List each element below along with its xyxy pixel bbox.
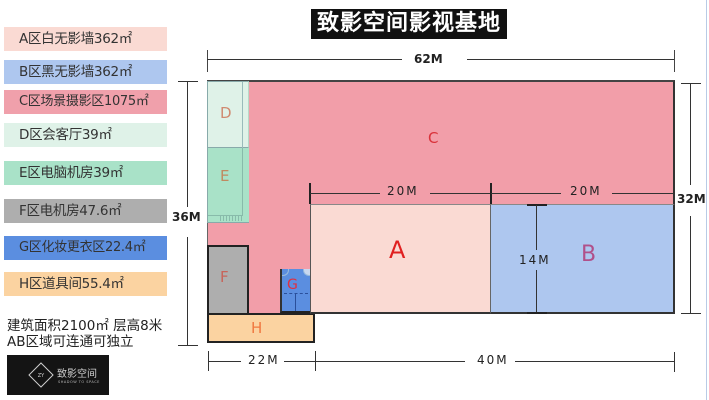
zone-a [310, 204, 491, 314]
logo-subtitle: SHADOW TO SPACE [58, 380, 100, 384]
legend-item-e: E区电脑机房39㎡ [4, 161, 167, 185]
dim-total-height-right: 32M [677, 192, 706, 206]
dim-b-height: 14M [519, 253, 551, 267]
logo-name: 致影空间 [57, 369, 97, 380]
legend-item-c: C区场景摄影区1075㎡ [4, 90, 167, 114]
zone-e-label: E [220, 167, 230, 185]
zone-e [207, 148, 249, 223]
zone-d [207, 81, 249, 148]
page-title: 致影空间影视基地 [311, 9, 508, 39]
dim-bottom-right: 40M [477, 353, 509, 367]
legend-item-a: A区白无影墙362㎡ [4, 27, 167, 51]
dim-total-height-left: 36M [172, 210, 201, 224]
ab-connect-note: AB区域可连通可独立 [7, 334, 134, 350]
zone-b [491, 204, 675, 314]
dim-a-width: 20M [387, 184, 419, 198]
zone-b-label: B [581, 242, 597, 267]
legend-item-b: B区黑无影墙362㎡ [4, 60, 167, 84]
zone-a-label: A [389, 236, 406, 264]
svg-text:ZY: ZY [38, 373, 45, 379]
zone-f [207, 245, 249, 313]
zone-g-label: G [287, 277, 298, 293]
brand-logo: ZY 致影空间 SHADOW TO SPACE [7, 355, 109, 395]
zone-c-label: C [428, 129, 439, 147]
dim-bottom-left: 22M [248, 353, 280, 367]
legend-item-g: G区化妆更衣区22.4㎡ [4, 236, 167, 260]
zone-g [280, 269, 310, 313]
dim-b-width: 20M [570, 184, 602, 198]
building-area-note: 建筑面积2100㎡ 层高8米 [7, 318, 163, 334]
zone-h-label: H [251, 319, 263, 337]
page-edge [706, 0, 707, 400]
logo-diamond-icon: ZY [28, 362, 54, 388]
legend-item-f: F区电机房47.6㎡ [4, 199, 167, 223]
legend-item-h: H区道具间55.4㎡ [4, 272, 167, 296]
zone-h [207, 313, 315, 343]
zone-f-label: F [220, 268, 229, 286]
dim-total-width: 62M [414, 52, 443, 66]
zone-d-label: D [220, 104, 232, 122]
legend-item-d: D区会客厅39㎡ [4, 123, 167, 147]
